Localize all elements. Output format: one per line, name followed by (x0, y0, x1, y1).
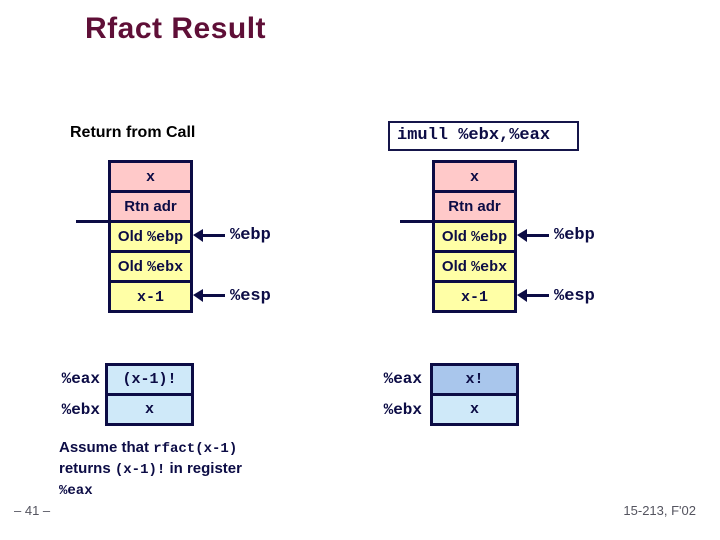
stack-cell-label: %ebp (147, 229, 184, 246)
stack-cell-label: Rtn adr (448, 198, 501, 215)
stack-cell-label: x (145, 169, 155, 186)
note-code: %eax (59, 483, 93, 499)
stack-cell-label: x-1 (460, 289, 488, 306)
stack-cell-old-ebp: Old %ebp (435, 223, 514, 253)
register-label-eax: %eax (61, 370, 100, 388)
stack-cell-x-minus-1: x-1 (111, 283, 190, 310)
register-label-ebx: %ebx (61, 401, 100, 419)
stack-cell-rtn-adr: Rtn adr (111, 193, 190, 223)
stack-cell-x: x (435, 163, 514, 193)
ebp-arrow-icon (193, 229, 225, 242)
register-label-ebx: %ebx (383, 401, 422, 419)
ebp-arrow-icon (517, 229, 549, 242)
register-value-eax: x! (433, 366, 516, 396)
ebp-pointer-label: %ebp (554, 226, 595, 245)
stack-cell-label: %ebx (147, 259, 184, 276)
ebp-pointer-label: %ebp (230, 226, 271, 245)
stack-cell-label: Rtn adr (124, 198, 177, 215)
frame-boundary-line (76, 220, 108, 223)
left-register-table: (x-1)! x (105, 363, 194, 426)
note-text: Assume that (59, 439, 154, 456)
note-code: (x-1)! (114, 462, 166, 478)
esp-arrow-icon (193, 289, 225, 302)
stack-cell-label: x-1 (136, 289, 164, 306)
register-value-ebx: x (108, 396, 191, 423)
page-title: Rfact Result (85, 12, 267, 45)
note-line: %eax (59, 480, 242, 501)
stack-cell-label: Old (117, 258, 148, 275)
stack-cell-label: Old (441, 258, 472, 275)
frame-boundary-line (400, 220, 432, 223)
note-code: rfact(x-1) (153, 441, 238, 457)
esp-arrow-icon (517, 289, 549, 302)
esp-pointer-label: %esp (230, 287, 271, 306)
stack-cell-label: %ebx (471, 259, 508, 276)
esp-pointer-label: %esp (554, 287, 595, 306)
note-text: in register (165, 460, 242, 477)
stack-cell-label: x (469, 169, 479, 186)
stack-cell-old-ebx: Old %ebx (111, 253, 190, 283)
stack-cell-label: Old (117, 228, 148, 245)
note-line: returns (x-1)! in register (59, 459, 242, 480)
course-footer: 15-213, F'02 (623, 503, 696, 518)
instruction-code-box: imull %ebx,%eax (388, 121, 579, 151)
note-line: Assume that rfact(x-1) (59, 438, 242, 459)
right-stack-diagram: x Rtn adr Old %ebp Old %ebx x-1 (432, 160, 517, 313)
right-register-table: x! x (430, 363, 519, 426)
note-text: returns (59, 460, 115, 477)
stack-cell-label: Old (441, 228, 472, 245)
stack-cell-x: x (111, 163, 190, 193)
register-value-eax: (x-1)! (108, 366, 191, 396)
left-stack-heading: Return from Call (70, 124, 196, 141)
stack-cell-label: %ebp (471, 229, 508, 246)
stack-cell-old-ebx: Old %ebx (435, 253, 514, 283)
left-stack-diagram: x Rtn adr Old %ebp Old %ebx x-1 (108, 160, 193, 313)
register-label-eax: %eax (383, 370, 422, 388)
stack-cell-old-ebp: Old %ebp (111, 223, 190, 253)
stack-cell-x-minus-1: x-1 (435, 283, 514, 310)
stack-cell-rtn-adr: Rtn adr (435, 193, 514, 223)
assumption-note: Assume that rfact(x-1) returns (x-1)! in… (59, 438, 242, 501)
register-value-ebx: x (433, 396, 516, 423)
page-number: – 41 – (14, 503, 51, 518)
